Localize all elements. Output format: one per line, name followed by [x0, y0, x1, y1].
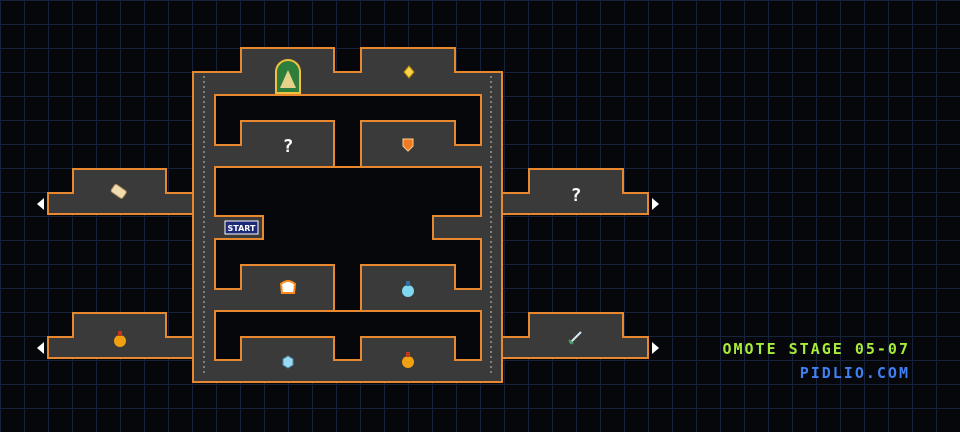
sword-icon[interactable] — [568, 331, 582, 345]
gem-blue-icon[interactable] — [282, 355, 294, 369]
exit-arrow-left-upper — [37, 198, 44, 210]
site-link[interactable]: PIDLIO.COM — [799, 364, 910, 382]
start-marker: START — [224, 220, 259, 235]
exit-arrow-right-upper — [652, 198, 659, 210]
shield-icon[interactable] — [402, 138, 414, 152]
scroll-icon[interactable] — [110, 183, 127, 199]
right-lower-room — [501, 312, 649, 359]
mystery-item-icon[interactable]: ? — [283, 136, 294, 157]
potion-orange-icon[interactable] — [114, 331, 126, 347]
gem-yellow-icon[interactable] — [403, 65, 415, 79]
exit-arrow-left-lower — [37, 342, 44, 354]
exit-door-icon[interactable] — [275, 59, 301, 94]
exit-arrow-right-lower — [652, 342, 659, 354]
corridor-tracks — [203, 76, 492, 376]
armor-icon[interactable] — [279, 280, 297, 294]
start-label: START — [227, 224, 256, 233]
potion-orange-icon[interactable] — [402, 352, 414, 368]
potion-blue-icon[interactable] — [402, 281, 414, 297]
right-upper-room — [501, 168, 649, 215]
mystery-item-icon[interactable]: ? — [571, 185, 582, 206]
inner-top-left-room — [242, 122, 333, 166]
inner-voids — [214, 94, 482, 361]
stage-title: OMOTE STAGE 05-07 — [722, 340, 910, 358]
